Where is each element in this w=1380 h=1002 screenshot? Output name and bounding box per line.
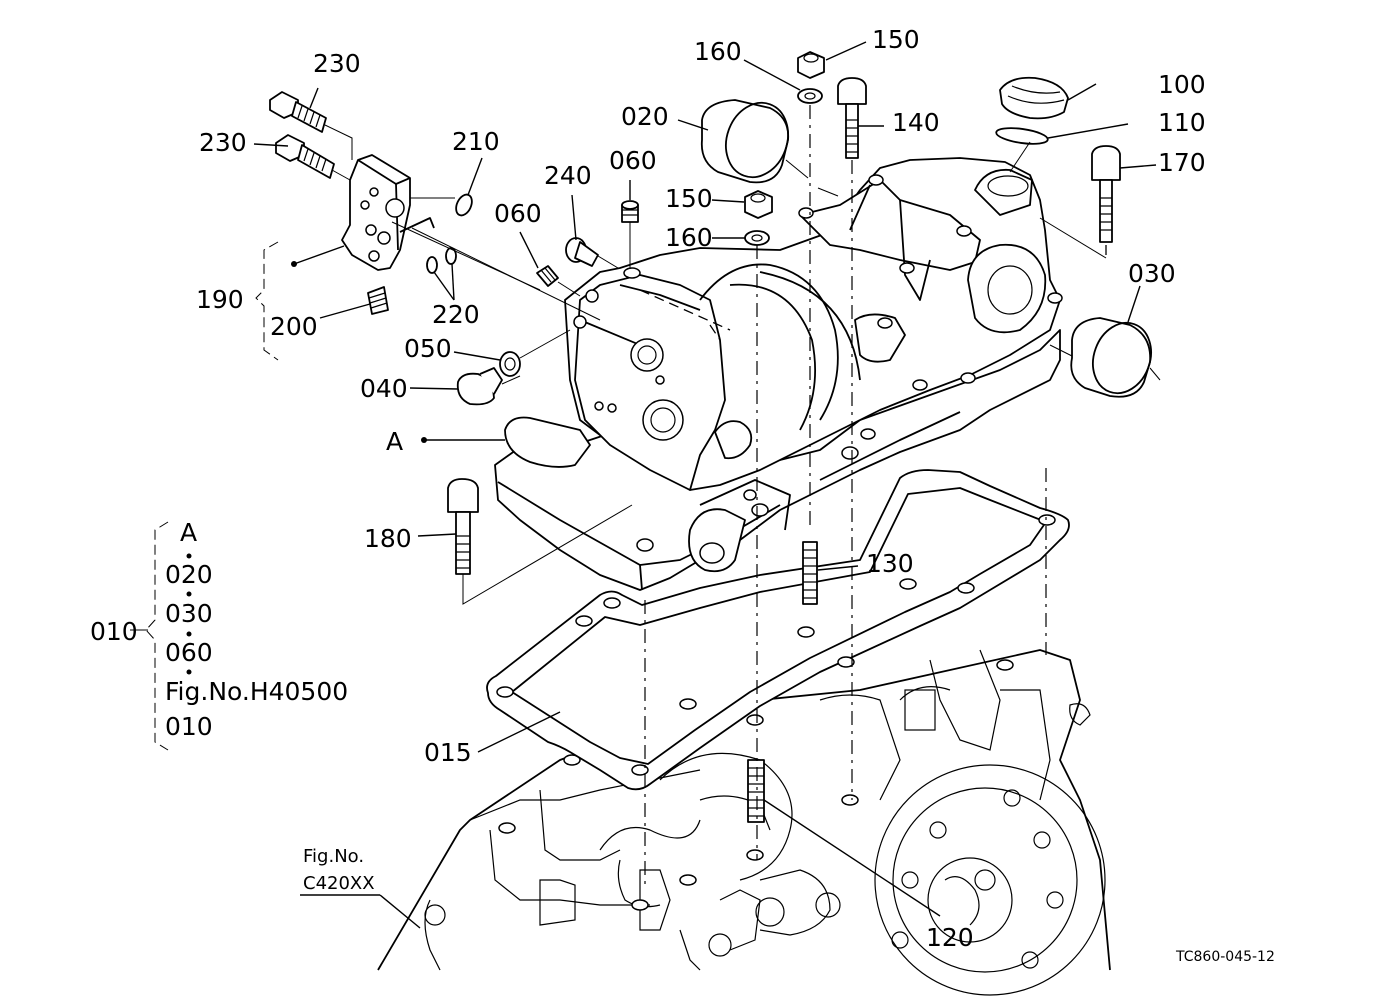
leader-lines bbox=[253, 41, 1157, 929]
callout-020: 020 bbox=[621, 102, 669, 131]
plug-040 bbox=[456, 367, 503, 406]
callout-160-mid: 160 bbox=[665, 223, 713, 252]
plug-240 bbox=[565, 237, 599, 267]
callout-A: A bbox=[386, 427, 403, 456]
stud-120 bbox=[747, 759, 765, 823]
washer-160-top bbox=[797, 88, 823, 104]
callout-150-mid: 150 bbox=[665, 184, 713, 213]
bracket-190 bbox=[341, 154, 435, 271]
callout-040: 040 bbox=[360, 374, 408, 403]
callout-230-lower: 230 bbox=[199, 128, 247, 157]
bolt-230-upper bbox=[269, 91, 327, 133]
figure-reference: Fig.No. C420XX bbox=[303, 846, 375, 894]
cylinder-case bbox=[494, 157, 1063, 591]
transmission-case bbox=[377, 649, 1111, 996]
assembly-bullets bbox=[186, 553, 192, 675]
callout-200: 200 bbox=[270, 312, 318, 341]
callout-120: 120 bbox=[926, 923, 974, 952]
callout-060-left: 060 bbox=[494, 199, 542, 228]
o-ring-220b bbox=[445, 247, 457, 265]
group-brace-190 bbox=[255, 241, 279, 361]
assembly-lines bbox=[324, 105, 1161, 890]
o-ring-210 bbox=[455, 193, 473, 217]
callout-240: 240 bbox=[544, 161, 592, 190]
callout-110: 110 bbox=[1158, 108, 1206, 137]
assembly-label: 010 bbox=[90, 617, 138, 646]
bushing-030 bbox=[1070, 317, 1152, 398]
group-brace-010 bbox=[145, 521, 169, 751]
nut-150-mid bbox=[744, 190, 773, 219]
stud-130 bbox=[802, 541, 818, 605]
assembly-line-1: A bbox=[180, 518, 197, 547]
bolt-140 bbox=[837, 77, 867, 159]
callout-030: 030 bbox=[1128, 259, 1176, 288]
callout-220: 220 bbox=[432, 300, 480, 329]
callout-015: 015 bbox=[424, 738, 472, 767]
bolt-180 bbox=[447, 478, 479, 575]
callout-180: 180 bbox=[364, 524, 412, 553]
callout-130: 130 bbox=[866, 549, 914, 578]
pin-060-left bbox=[536, 265, 559, 287]
callout-190: 190 bbox=[196, 285, 244, 314]
o-ring-220a bbox=[426, 256, 438, 274]
callout-060-top: 060 bbox=[609, 146, 657, 175]
washer-050 bbox=[499, 351, 521, 377]
callout-050: 050 bbox=[404, 334, 452, 363]
bolt-170 bbox=[1091, 145, 1121, 243]
assembly-line-2: 020 bbox=[165, 560, 213, 589]
cap-100 bbox=[999, 76, 1069, 120]
bolt-230-lower bbox=[275, 134, 335, 179]
assembly-line-3: 030 bbox=[165, 599, 213, 628]
assembly-note: 010 A 020 030 060 Fig.No.H40500 010 bbox=[90, 518, 348, 741]
callout-140: 140 bbox=[892, 108, 940, 137]
figure-ref-line1: Fig.No. bbox=[303, 846, 364, 867]
gasket-015 bbox=[486, 469, 1070, 791]
plug-200 bbox=[367, 286, 389, 315]
pin-060-top bbox=[621, 200, 639, 223]
nut-150-top bbox=[797, 51, 825, 79]
figure-ref-line2: C420XX bbox=[303, 873, 375, 894]
callout-210: 210 bbox=[452, 127, 500, 156]
o-ring-110 bbox=[995, 127, 1049, 145]
callout-230-upper: 230 bbox=[313, 49, 361, 78]
case-bolt-holes bbox=[498, 659, 1014, 911]
assembly-line-6: 010 bbox=[165, 712, 213, 741]
assembly-line-4: 060 bbox=[165, 638, 213, 667]
washer-160-mid bbox=[744, 230, 770, 246]
callout-170: 170 bbox=[1158, 148, 1206, 177]
drawing-code: TC860-045-12 bbox=[1175, 949, 1275, 965]
assembly-line-5: Fig.No.H40500 bbox=[165, 677, 348, 706]
callout-160-top: 160 bbox=[694, 37, 742, 66]
callout-100: 100 bbox=[1158, 70, 1206, 99]
callout-150-top: 150 bbox=[872, 25, 920, 54]
callout-labels: 230 230 210 190 200 220 240 060 060 050 … bbox=[196, 25, 1206, 952]
bushing-020 bbox=[700, 99, 790, 184]
